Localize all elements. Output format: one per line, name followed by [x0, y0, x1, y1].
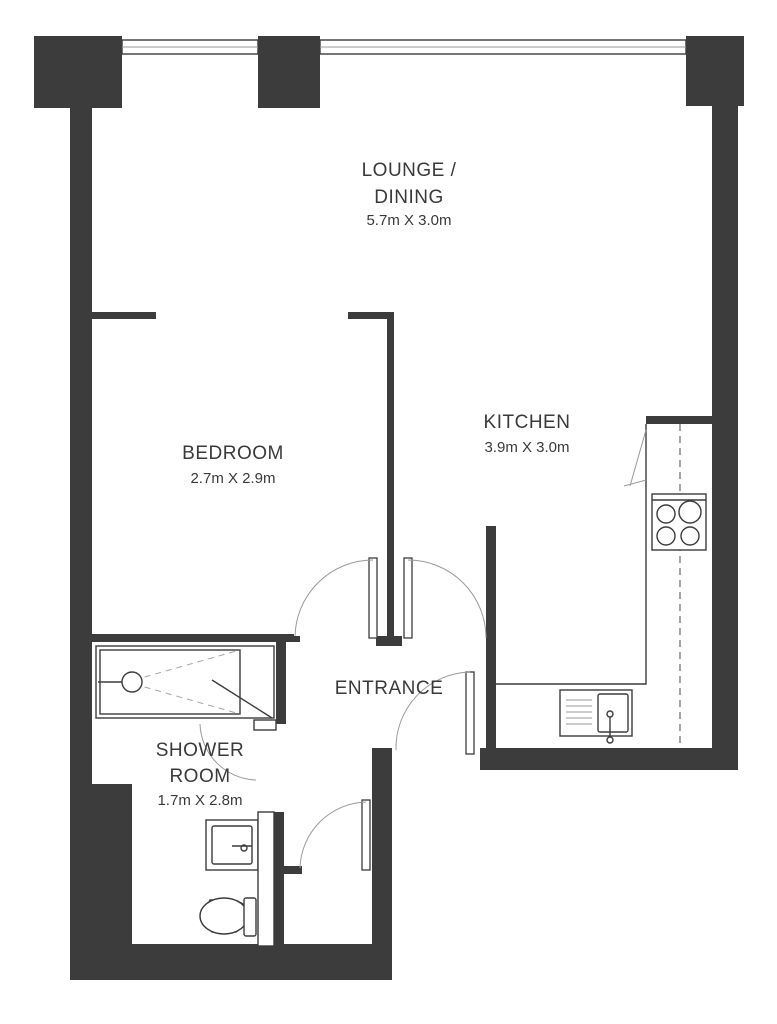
- hob-ring-2: [678, 500, 702, 524]
- hob-ring-4: [680, 526, 700, 546]
- kitchen-door-swing: [395, 671, 471, 751]
- front-door-leaf: [361, 799, 371, 871]
- vanity: [257, 811, 275, 947]
- kitchen-fixtures: [496, 424, 707, 748]
- front-door-swing: [299, 801, 367, 869]
- shower-right-wall: [276, 642, 286, 724]
- kitchen-left-wall: [486, 526, 496, 750]
- kitchen-worktop: [496, 424, 647, 685]
- kitchen-wall-stub: [646, 416, 712, 424]
- exterior-walls: [34, 36, 744, 980]
- wc-wall: [274, 812, 284, 946]
- wc-cistern: [243, 897, 257, 937]
- basin: [205, 819, 259, 871]
- bedroom-door-leaf: [368, 557, 378, 639]
- fridge-door-swing: [623, 429, 647, 487]
- bedroom-wall-stub-right: [348, 312, 394, 319]
- drainer: [566, 699, 592, 725]
- hob-ring-3: [656, 526, 676, 546]
- room-labels: LOUNGE / DINING 5.7m X 3.0m KITCHEN 3.9m…: [156, 160, 571, 809]
- bedroom-right-wall: [387, 312, 394, 646]
- right-wall: [712, 36, 738, 770]
- shower-size: 1.7m X 2.8m: [157, 792, 242, 809]
- bedroom-name: BEDROOM: [182, 443, 284, 464]
- middle-pier: [258, 36, 320, 108]
- shower-name-line1: SHOWER: [156, 740, 245, 761]
- bedroom-wall-stub-left: [92, 312, 156, 319]
- kitchen-size: 3.9m X 3.0m: [484, 439, 569, 456]
- bottom-wall: [70, 944, 392, 980]
- shower-door-swing: [199, 723, 257, 781]
- kitchen-door-leaf: [465, 671, 475, 755]
- doors: [199, 557, 487, 871]
- bedroom-size: 2.7m X 2.9m: [190, 470, 275, 487]
- wc-bowl: [199, 897, 249, 935]
- kitchen-name: KITCHEN: [484, 412, 571, 433]
- left-wall: [70, 36, 92, 786]
- lounge-name-line1: LOUNGE /: [362, 160, 457, 181]
- hob-ring-1: [656, 504, 676, 524]
- entrance-right-wall: [372, 748, 392, 980]
- entrance-name: ENTRANCE: [335, 678, 444, 699]
- bedroom-wall-end: [376, 636, 402, 646]
- bedroom-door-swing: [294, 559, 374, 639]
- lounge-size: 5.7m X 3.0m: [366, 212, 451, 229]
- shower-drain: [121, 671, 143, 693]
- shower-top-wall: [92, 634, 294, 642]
- shower-name-line2: ROOM: [169, 766, 230, 787]
- lounge-door-leaf: [403, 557, 413, 639]
- wc-wall-stub: [284, 866, 302, 874]
- interior-walls: [92, 312, 712, 946]
- lounge-door-swing: [407, 559, 487, 639]
- lounge-name-line2: DINING: [374, 187, 444, 208]
- windows: [121, 39, 687, 55]
- shower-fixtures: [95, 645, 277, 947]
- kitchen-bottom-wall: [480, 748, 738, 770]
- sink: [559, 689, 633, 737]
- sink-bowl: [597, 693, 629, 733]
